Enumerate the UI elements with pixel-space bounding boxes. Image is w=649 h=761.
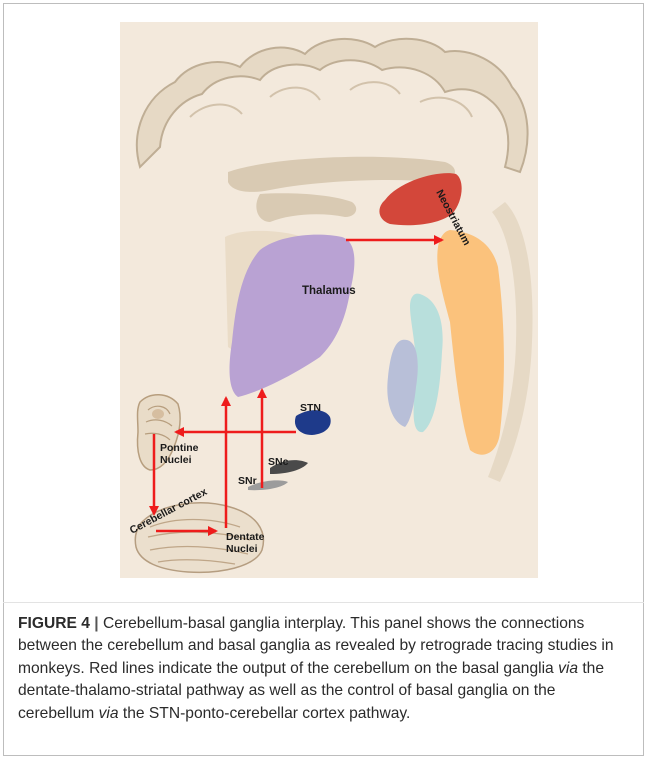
caption-divider bbox=[3, 602, 644, 603]
figure-caption: FIGURE 4 | Cerebellum-basal ganglia inte… bbox=[18, 613, 632, 725]
figure-label: FIGURE 4 bbox=[18, 615, 90, 632]
caption-via-1: via bbox=[558, 660, 578, 677]
label-pontine-line1: Pontine bbox=[160, 442, 199, 454]
caption-via-2: via bbox=[99, 705, 119, 722]
label-thalamus: Thalamus bbox=[302, 285, 356, 297]
label-snc: SNc bbox=[268, 456, 289, 468]
caption-text-1: Cerebellum-basal ganglia interplay. This… bbox=[18, 615, 614, 677]
label-stn: STN bbox=[300, 402, 321, 414]
label-dentate-line2: Nuclei bbox=[226, 543, 258, 555]
label-pontine-line2: Nuclei bbox=[160, 454, 192, 466]
label-snr: SNr bbox=[238, 475, 257, 487]
caption-text-3: the STN-ponto-cerebellar cortex pathway. bbox=[119, 705, 411, 722]
label-dentate-line1: Dentate bbox=[226, 531, 265, 543]
brain-diagram: Neostriatum Thalamus STN Pontine Nuclei … bbox=[120, 22, 538, 578]
